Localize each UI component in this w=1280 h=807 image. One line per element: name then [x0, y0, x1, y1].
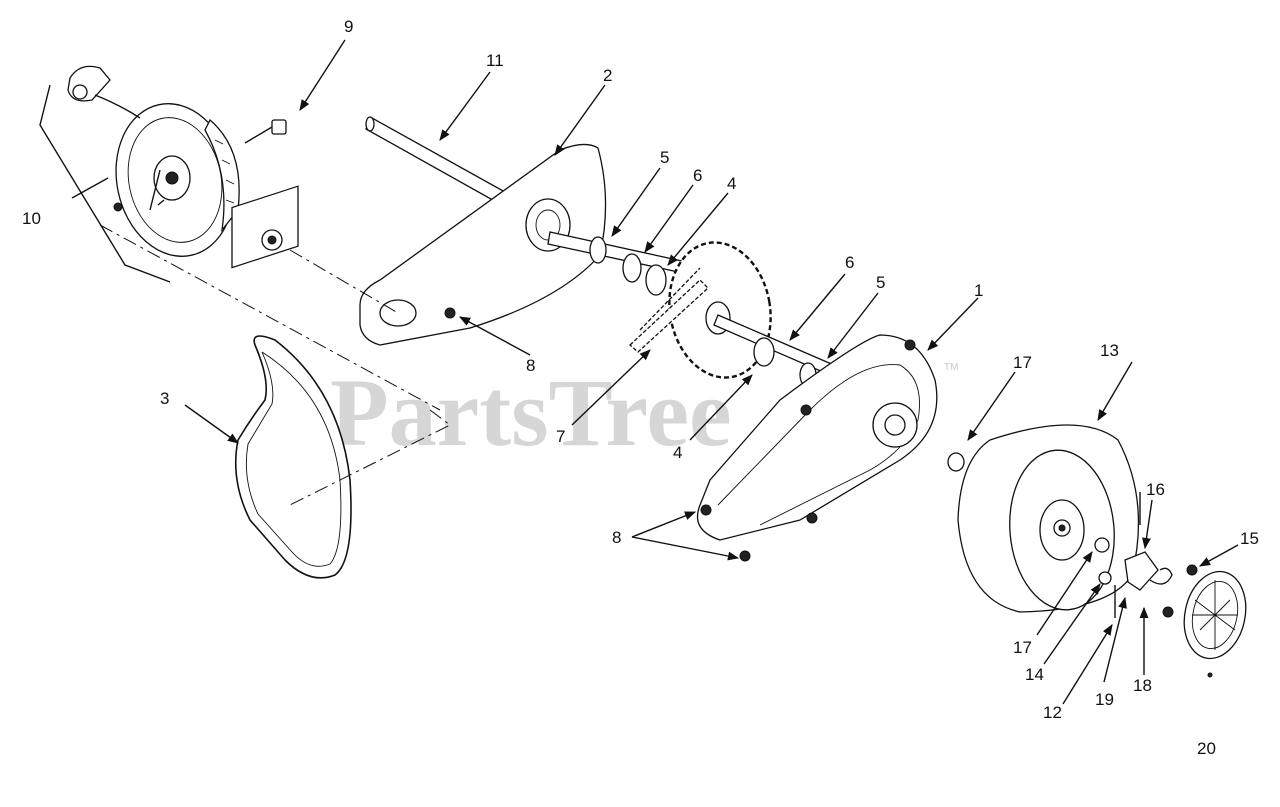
- part-19-hub-clip: [1124, 551, 1159, 591]
- callout-12: 12: [1043, 703, 1062, 722]
- assembly-line-2: [289, 249, 399, 314]
- callout-labels: 9 11 2 5 6 4 10 6 5 1 13 17 8 3 7 4 16 1…: [22, 17, 1259, 758]
- part-1-chain-case: [696, 334, 938, 562]
- watermark-trademark: TM: [944, 362, 958, 373]
- callout-19: 19: [1095, 690, 1114, 709]
- part-10-pulley-assembly: [39, 65, 299, 283]
- callout-13: 13: [1100, 341, 1119, 360]
- callout-7: 7: [556, 427, 565, 446]
- part-5-bearing-upper: [589, 236, 607, 264]
- callout-6-upper: 6: [693, 166, 702, 185]
- callout-4-lower: 4: [673, 443, 682, 462]
- callout-15: 15: [1240, 529, 1259, 548]
- part-17-washer: [947, 452, 965, 472]
- pulley-rim: [204, 118, 240, 233]
- part-18-clip: [1149, 567, 1173, 585]
- callout-3: 3: [160, 389, 169, 408]
- nut-8-frame: [444, 307, 456, 319]
- callout-18: 18: [1133, 676, 1152, 695]
- part-13-wheel: [957, 424, 1140, 613]
- callout-9: 9: [344, 17, 353, 36]
- part-11-axle: [365, 116, 506, 204]
- callout-1: 1: [974, 281, 983, 300]
- callout-8-case: 8: [612, 528, 621, 547]
- mount-bracket: [231, 185, 299, 269]
- nut-10: [113, 202, 123, 212]
- callout-8-frame: 8: [526, 356, 535, 375]
- part-9-bolt: [244, 119, 287, 144]
- nut-8-case: [739, 550, 751, 562]
- nut-lower: [1162, 606, 1174, 618]
- part-7-chain-sprocket: [629, 241, 772, 379]
- callout-11: 11: [486, 51, 504, 70]
- callout-10: 10: [22, 209, 41, 228]
- part-6-spacer-upper: [622, 253, 642, 283]
- assembly-line-3: [289, 409, 451, 506]
- part-6-spacer-lower: [753, 337, 775, 367]
- callout-14: 14: [1025, 665, 1044, 684]
- bracket-line-10: [39, 84, 171, 283]
- part-15-nut: [1186, 564, 1198, 576]
- assembly-line-1: [99, 224, 441, 411]
- wheel-hardware: [1094, 492, 1198, 618]
- callout-5-lower: 5: [876, 273, 885, 292]
- callout-5-upper: 5: [660, 148, 669, 167]
- part-20-hub-cap: [1183, 570, 1247, 678]
- callout-4-upper: 4: [727, 174, 736, 193]
- part-17-washer-lower: [1094, 537, 1110, 553]
- callout-17-lower: 17: [1013, 638, 1032, 657]
- watermark-text: PartsTree: [330, 359, 732, 466]
- part-4-hub-upper: [645, 264, 667, 296]
- callout-2: 2: [603, 66, 612, 85]
- callout-16: 16: [1146, 480, 1165, 499]
- leader-lines: [71, 39, 1239, 705]
- callout-20: 20: [1197, 739, 1216, 758]
- callout-6-lower: 6: [845, 253, 854, 272]
- part-14-washer: [1098, 571, 1112, 585]
- callout-17-upper: 17: [1013, 353, 1032, 372]
- part-3-drive-belt: [234, 335, 352, 579]
